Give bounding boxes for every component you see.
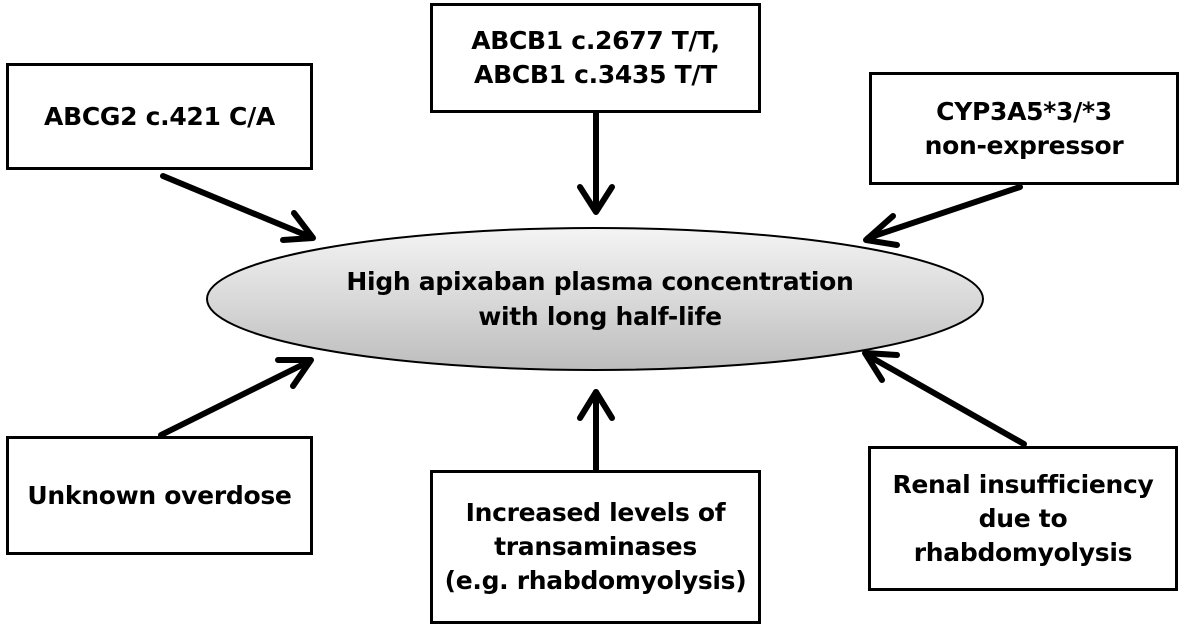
factor-label: rhabdomyolysis — [913, 537, 1133, 567]
factor-box-abcg2: ABCG2 c.421 C/A — [6, 63, 313, 170]
arrow-top-right — [863, 184, 1023, 248]
factor-box-abcb1: ABCB1 c.2677 T/T, ABCB1 c.3435 T/T — [430, 3, 761, 113]
factor-label: non-expressor — [924, 130, 1124, 160]
factor-label: due to — [978, 503, 1068, 533]
arrow-bottom-center — [577, 389, 615, 473]
factor-label: (e.g. rhabdomyolysis) — [444, 566, 747, 595]
center-outcome-label: High apixaban plasma concentration with … — [210, 244, 990, 354]
arrow-bottom-right — [862, 350, 1027, 447]
factor-box-cyp3a5: CYP3A5*3/*3 non-expressor — [869, 72, 1179, 185]
factor-label: Unknown overdose — [27, 480, 292, 510]
arrow-top-center — [577, 110, 615, 215]
arrow-bottom-left — [158, 357, 314, 438]
center-line-1: High apixaban plasma concentration — [346, 267, 854, 296]
center-line-2: with long half-life — [478, 302, 722, 331]
factor-box-renal: Renal insufficiency due to rhabdomyolysi… — [868, 446, 1178, 591]
factor-box-transaminases: Increased levels of transaminases (e.g. … — [430, 470, 761, 624]
factor-label: transaminases — [494, 532, 697, 561]
arrow-top-left — [160, 173, 316, 243]
factor-label: ABCB1 c.3435 T/T — [474, 60, 717, 89]
factor-label: ABCG2 c.421 C/A — [44, 101, 275, 131]
factor-label: ABCB1 c.2677 T/T, — [471, 26, 720, 55]
factor-label: Renal insufficiency — [892, 469, 1154, 499]
factor-label: Increased levels of — [465, 498, 726, 527]
center-ellipse — [206, 227, 984, 371]
factor-label: CYP3A5*3/*3 — [936, 96, 1112, 126]
factor-box-overdose: Unknown overdose — [6, 436, 313, 555]
